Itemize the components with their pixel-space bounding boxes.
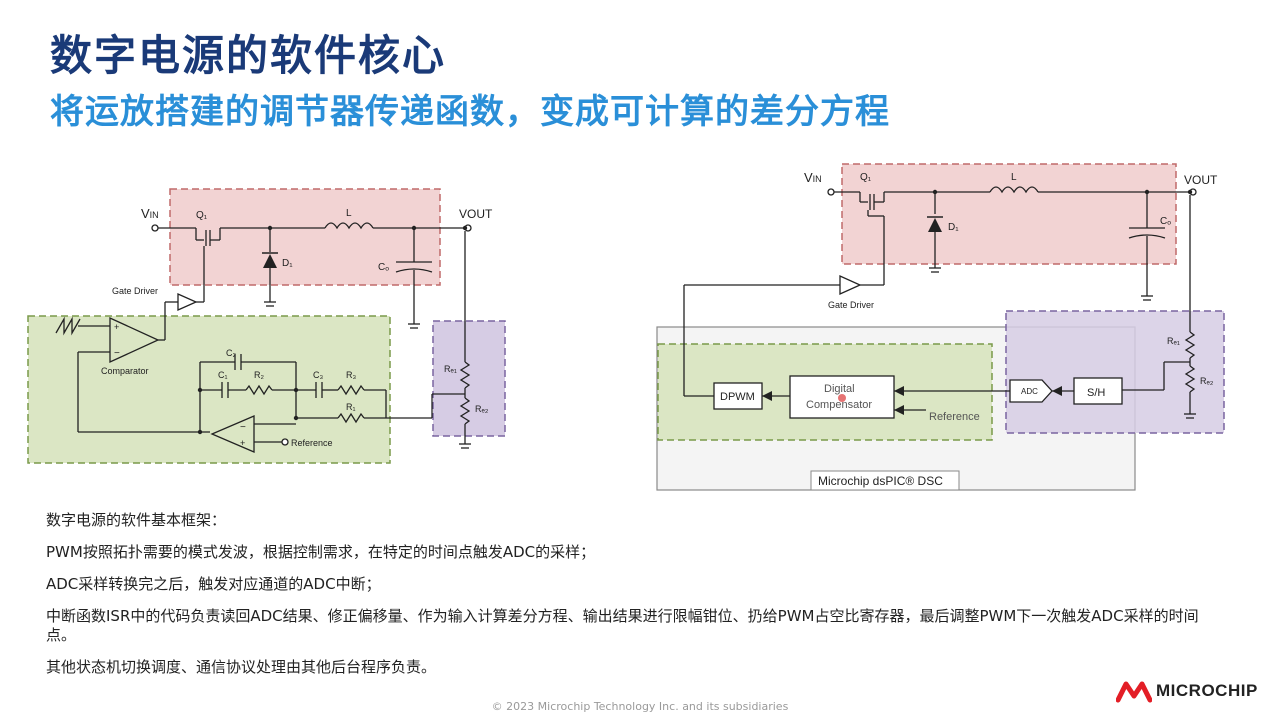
left-r3-label: R₃ <box>346 370 356 380</box>
right-rf1-label: Rₑ₁ <box>1167 336 1180 346</box>
left-l-label: L <box>346 208 352 219</box>
dsc-label-box <box>810 470 960 491</box>
left-c1-label: C₁ <box>218 370 228 380</box>
right-d1-label: D₁ <box>948 222 959 233</box>
svg-text:−: − <box>240 422 246 433</box>
microchip-logo-text: MICROCHIP <box>1156 681 1258 700</box>
left-d1-label: D₁ <box>282 258 293 269</box>
left-reference-label: Reference <box>291 438 333 448</box>
right-vout-label: VOUT <box>1184 173 1218 187</box>
right-power-stage-region <box>841 163 1177 265</box>
slide-title: 数字电源的软件核心 <box>50 31 447 80</box>
left-vin-label: VIN <box>141 206 159 221</box>
right-vin-label: VIN <box>804 170 822 185</box>
right-l-label: L <box>1011 172 1017 183</box>
right-reference-label: Reference <box>929 411 980 423</box>
body-text: 数字电源的软件基本框架： PWM按照拓扑需要的模式发波，根据控制需求，在特定的时… <box>46 511 1206 690</box>
cursor-indicator <box>838 394 846 402</box>
microchip-logo-icon <box>1116 681 1152 703</box>
right-q1-label: Q₁ <box>860 172 872 183</box>
left-c3-label: C₃ <box>313 370 323 380</box>
adc-label: ADC <box>1021 387 1038 396</box>
svg-text:−: − <box>114 348 120 359</box>
microchip-logo: MICROCHIP <box>1116 676 1258 706</box>
right-rf2-label: Rₑ₂ <box>1200 376 1214 386</box>
sh-label: S/H <box>1087 387 1105 399</box>
right-co-label: Cₒ <box>1160 216 1171 227</box>
left-r1-label: R₁ <box>346 402 356 412</box>
body-paragraph-adc: ADC采样转换完之后，触发对应通道的ADC中断； <box>46 575 381 593</box>
left-co-label: Cₒ <box>378 262 389 273</box>
left-comparator-label: Comparator <box>101 366 149 376</box>
left-vout-label: VOUT <box>459 207 493 221</box>
left-gate-driver-label: Gate Driver <box>112 286 158 296</box>
feedback-divider-region <box>432 320 506 437</box>
left-rf1-label: Rₑ₁ <box>444 364 457 374</box>
power-stage-region <box>169 188 441 286</box>
dpwm-label: DPWM <box>720 391 755 403</box>
left-c2-label: C₂ <box>226 348 236 358</box>
body-paragraph-other: 其他状态机切换调度、通信协议处理由其他后台程序负责。 <box>46 658 437 676</box>
body-paragraph-framework: 数字电源的软件基本框架： <box>46 511 227 529</box>
left-rf2-label: Rₑ₂ <box>475 404 489 414</box>
left-r2-label: R₂ <box>254 370 264 380</box>
left-q1-label: Q₁ <box>196 210 208 221</box>
copyright-footer: © 2023 Microchip Technology Inc. and its… <box>491 700 789 713</box>
compensator-label: Compensator <box>806 399 872 411</box>
digital-label: Digital <box>824 383 855 395</box>
body-paragraph-pwm: PWM按照拓扑需要的模式发波，根据控制需求，在特定的时间点触发ADC的采样； <box>46 543 596 561</box>
slide-subtitle: 将运放搭建的调节器传递函数，变成可计算的差分方程 <box>50 92 890 132</box>
svg-text:+: + <box>114 322 119 332</box>
right-feedback-region <box>1005 310 1225 434</box>
dsc-label: Microchip dsPIC® DSC <box>818 474 943 488</box>
svg-text:+: + <box>240 438 245 448</box>
right-gate-driver-label: Gate Driver <box>828 300 874 310</box>
body-paragraph-isr: 中断函数ISR中的代码负责读回ADC结果、修正偏移量、作为输入计算差分方程、输出… <box>46 607 1199 644</box>
